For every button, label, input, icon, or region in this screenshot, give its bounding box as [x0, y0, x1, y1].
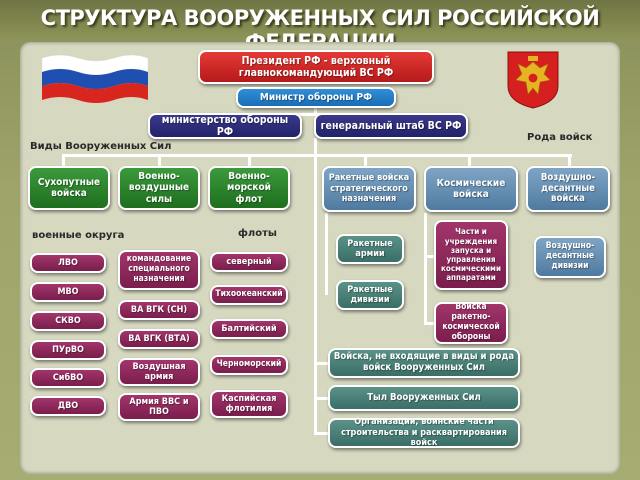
label-districts: военные округа: [32, 230, 125, 241]
command-air-army: Воздушная армия: [118, 358, 200, 386]
command-va-vgk-sn: ВА ВГК (СН): [118, 300, 200, 320]
other-construction-units: Организации, воинские части строительств…: [328, 417, 520, 448]
ministry-box: министерство обороны РФ: [148, 113, 302, 139]
minister-box: Министр обороны РФ: [236, 87, 396, 108]
coat-of-arms-icon: [507, 51, 559, 109]
connector-space-spine: [424, 213, 427, 325]
president-box: Президент РФ - верховный главнокомандующ…: [198, 50, 434, 84]
rvsn-missile-divisions: Ракетные дивизии: [336, 280, 404, 310]
connector-rvsn-spine: [325, 213, 328, 295]
fleet-northern: северный: [210, 252, 288, 272]
space-aerospace-defense: Войска ракетно-космической обороны: [434, 302, 508, 344]
type-air-force: Военно-воздушные силы: [118, 166, 200, 210]
vdv-divisions: Воздушно-десантные дивизии: [534, 236, 606, 278]
connector-hq-split: [224, 113, 394, 116]
connector-branch1: [364, 154, 367, 168]
connector-type2: [158, 154, 161, 168]
district-sibvo: СибВО: [30, 368, 106, 388]
connector-other-spine: [314, 154, 317, 434]
connector-other3: [314, 432, 330, 435]
fleet-pacific: Тихоокеанский: [210, 285, 288, 305]
other-non-branch-troops: Войска, не входящие в виды и рода войск …: [328, 348, 520, 378]
connector-type1: [62, 154, 65, 168]
russian-flag-icon: [41, 54, 149, 103]
district-skvo: СКВО: [30, 311, 106, 331]
connector-main-bus: [62, 154, 572, 157]
fleet-black-sea: Черноморский: [210, 355, 288, 375]
district-lvo: ЛВО: [30, 253, 106, 273]
command-vvs-pvo: Армия ВВС и ПВО: [118, 393, 200, 421]
connector-space1: [424, 255, 436, 258]
connector-staff-bus: [314, 138, 317, 155]
fleet-caspian: Каспийская флотилия: [210, 390, 288, 418]
general-staff-box: генеральный штаб ВС РФ: [314, 113, 468, 139]
connector-minister-down: [314, 107, 317, 115]
command-special: командование специального назначения: [118, 250, 200, 290]
connector-branch2: [468, 154, 471, 168]
command-va-vgk-vta: ВА ВГК (ВТА): [118, 329, 200, 349]
header-band: [0, 0, 640, 38]
connector-other1: [314, 362, 330, 365]
rvsn-missile-armies: Ракетные армии: [336, 234, 404, 264]
other-rear-services: Тыл Вооруженных Сил: [328, 385, 520, 411]
type-navy: Военно-морской флот: [208, 166, 290, 210]
type-ground-forces: Сухопутные войска: [28, 166, 110, 210]
connector-space2: [424, 322, 436, 325]
district-mvo: МВО: [30, 282, 106, 302]
label-types: Виды Вооруженных Сил: [30, 141, 172, 152]
label-branches: Рода войск: [527, 132, 593, 143]
space-launch-units: Части и учреждения запуска и управления …: [434, 220, 508, 290]
connector-branch3: [568, 154, 571, 168]
branch-vdv: Воздушно-десантные войска: [526, 166, 610, 212]
branch-rvsn: Ракетные войска стратегического назначен…: [322, 166, 416, 212]
district-dvo: ДВО: [30, 396, 106, 416]
label-fleets: флоты: [238, 228, 277, 239]
connector-type3: [248, 154, 251, 168]
branch-space: Космические войска: [424, 166, 518, 212]
district-purvo: ПУрВО: [30, 340, 106, 360]
connector-other2: [314, 397, 330, 400]
fleet-baltic: Балтийский: [210, 319, 288, 339]
